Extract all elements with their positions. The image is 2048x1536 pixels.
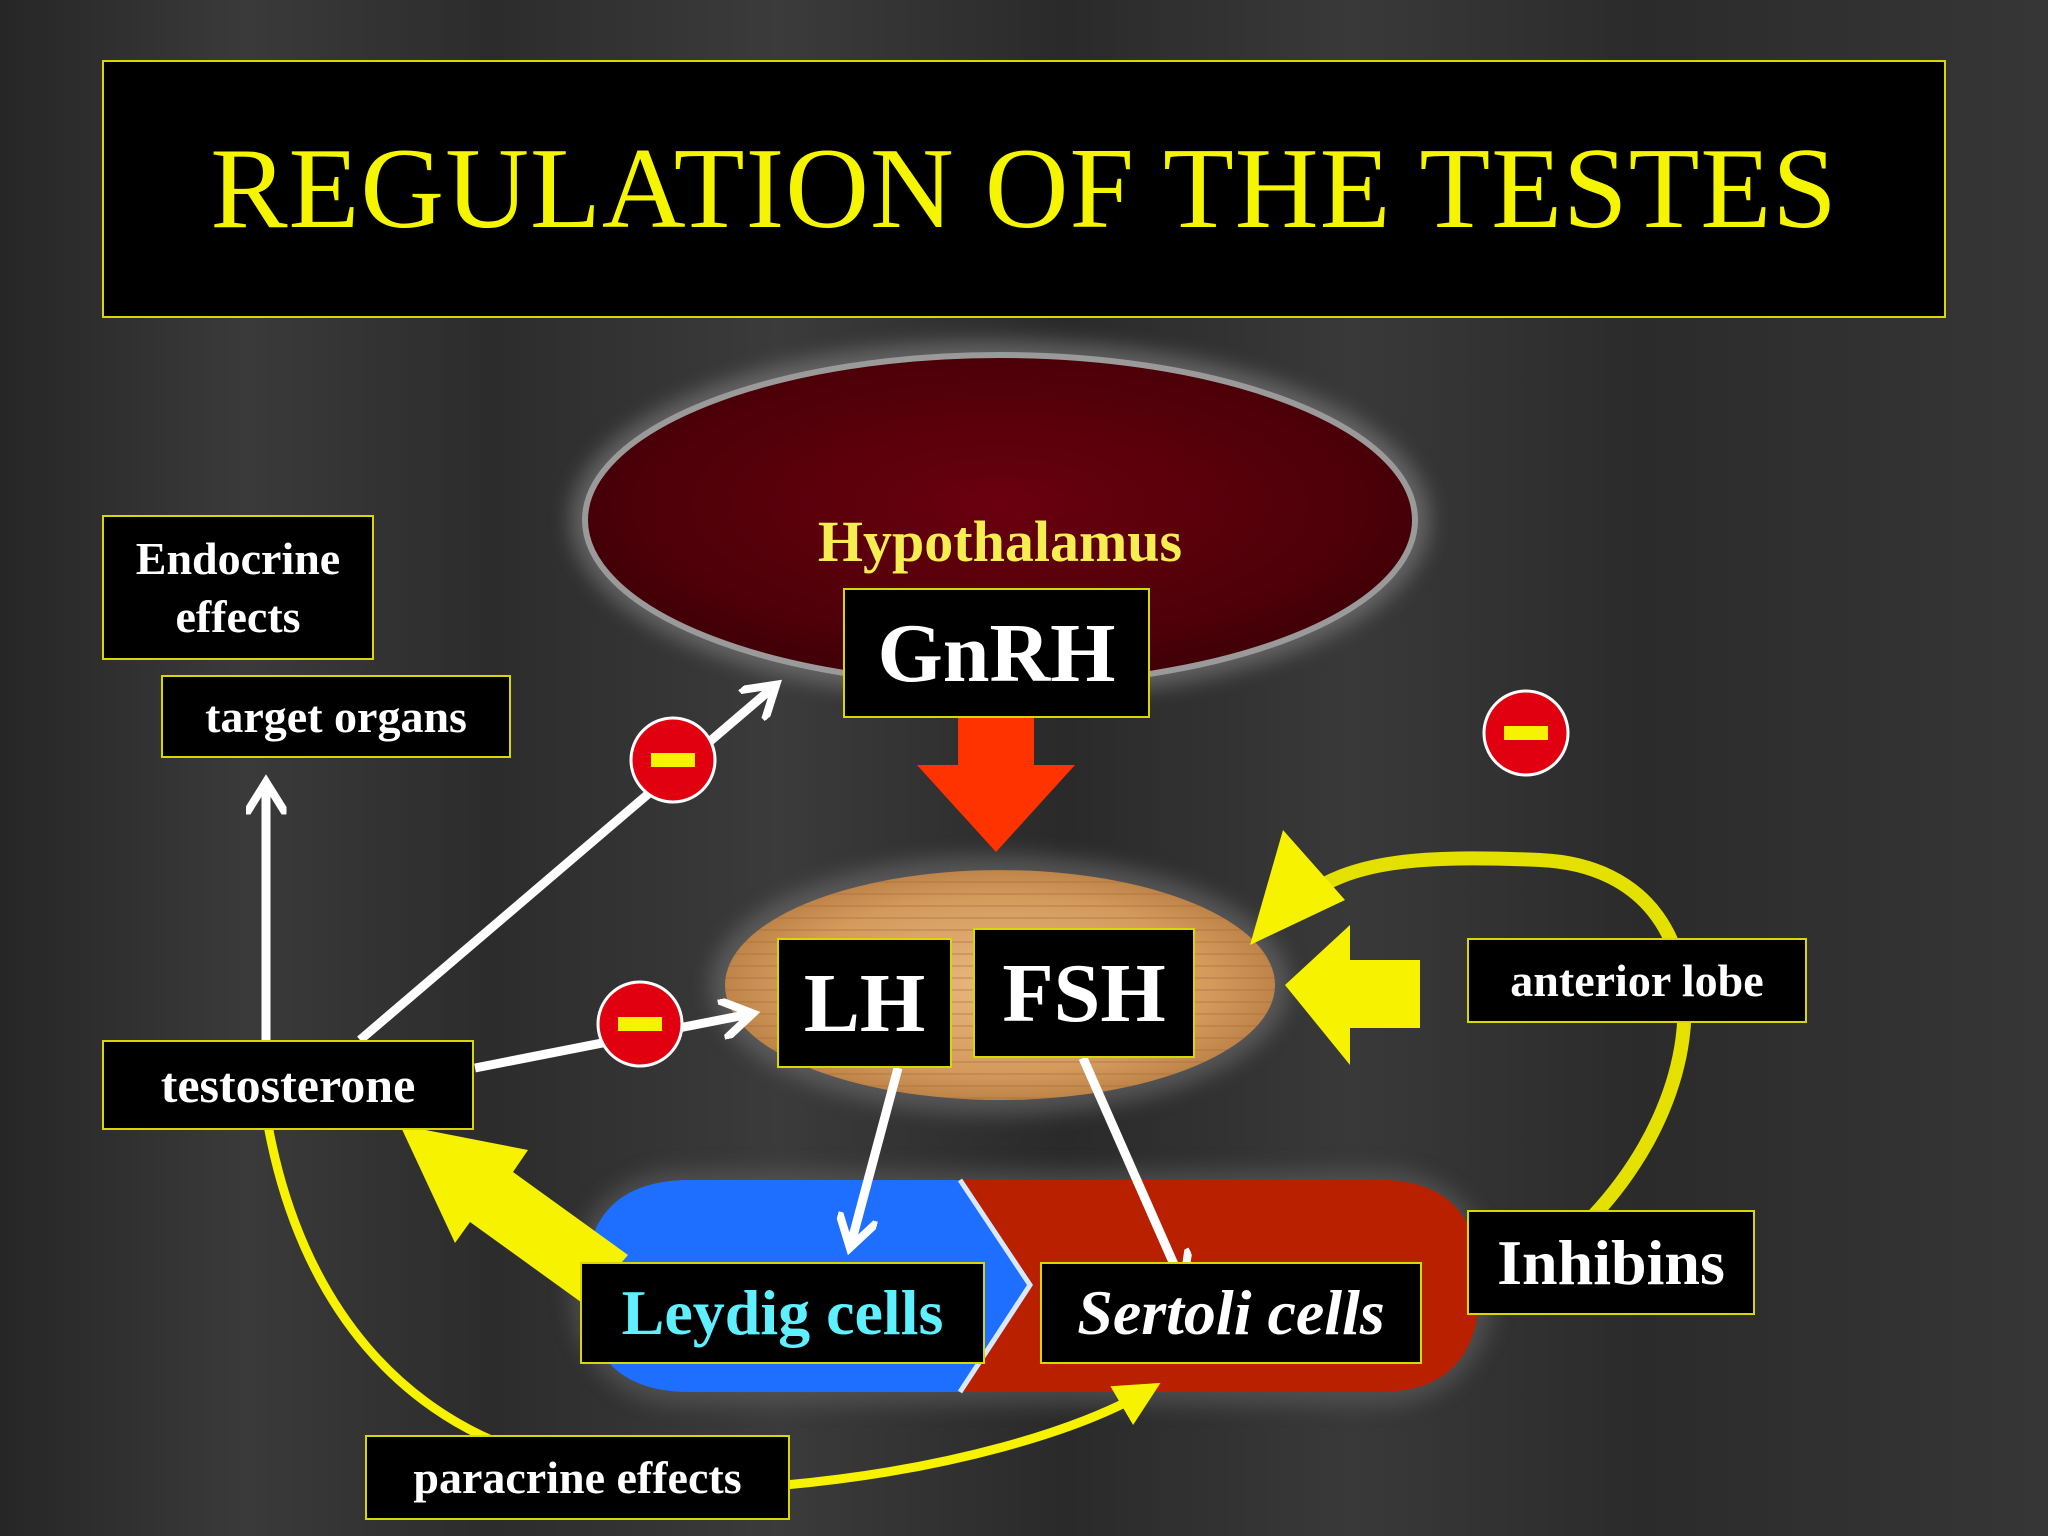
gnrh-label: GnRH	[877, 606, 1116, 700]
gnrh-box: GnRH	[843, 588, 1150, 718]
hypothalamus-label: Hypothalamus	[817, 509, 1183, 574]
gnrh-to-pituitary-arrow	[917, 718, 1075, 852]
paracrine-to-sertoli-curve	[784, 1382, 1161, 1490]
target-organs-label: target organs	[205, 690, 467, 742]
endocrine-effects-box: Endocrine effects	[102, 515, 374, 660]
page-title: REGULATION OF THE TESTES	[210, 124, 1838, 253]
lh-label: LH	[803, 956, 926, 1050]
testosterone-label: testosterone	[160, 1056, 416, 1113]
inhibition-symbol-gnrh	[629, 716, 717, 804]
lh-to-leydig-arrow	[852, 1066, 903, 1240]
fsh-to-sertoli-arrow	[1078, 1056, 1180, 1278]
inhibition-symbol-lh	[596, 980, 684, 1068]
fsh-box: FSH	[973, 928, 1195, 1058]
testosterone-paracrine-curve	[263, 1124, 571, 1470]
leydig-cells-box: Leydig cells	[580, 1262, 985, 1364]
endocrine-effects-line1: Endocrine	[135, 533, 341, 584]
testosterone-box: testosterone	[102, 1040, 474, 1130]
endocrine-effects-line2: effects	[175, 590, 301, 642]
fsh-label: FSH	[1002, 946, 1166, 1040]
sertoli-cells-box: Sertoli cells	[1040, 1262, 1422, 1364]
paracrine-effects-label: paracrine effects	[413, 1451, 742, 1503]
inhibins-box: Inhibins	[1467, 1210, 1755, 1315]
title-box: REGULATION OF THE TESTES	[102, 60, 1946, 318]
leydig-to-testosterone-arrow	[400, 1125, 628, 1305]
paracrine-effects-box: paracrine effects	[365, 1435, 790, 1520]
anterior-lobe-arrow	[1285, 925, 1420, 1065]
inhibition-symbol-inhibins	[1482, 689, 1570, 777]
anterior-lobe-label: anterior lobe	[1510, 954, 1764, 1006]
anterior-lobe-box: anterior lobe	[1467, 938, 1807, 1023]
inhibins-feedback-arrowhead	[1250, 830, 1345, 945]
sertoli-cells-label: Sertoli cells	[1077, 1277, 1385, 1348]
target-organs-box: target organs	[161, 675, 511, 758]
lh-box: LH	[777, 938, 952, 1068]
inhibins-feedback-loop	[1295, 851, 1692, 1307]
inhibins-label: Inhibins	[1497, 1226, 1725, 1298]
leydig-cells-label: Leydig cells	[621, 1277, 944, 1348]
